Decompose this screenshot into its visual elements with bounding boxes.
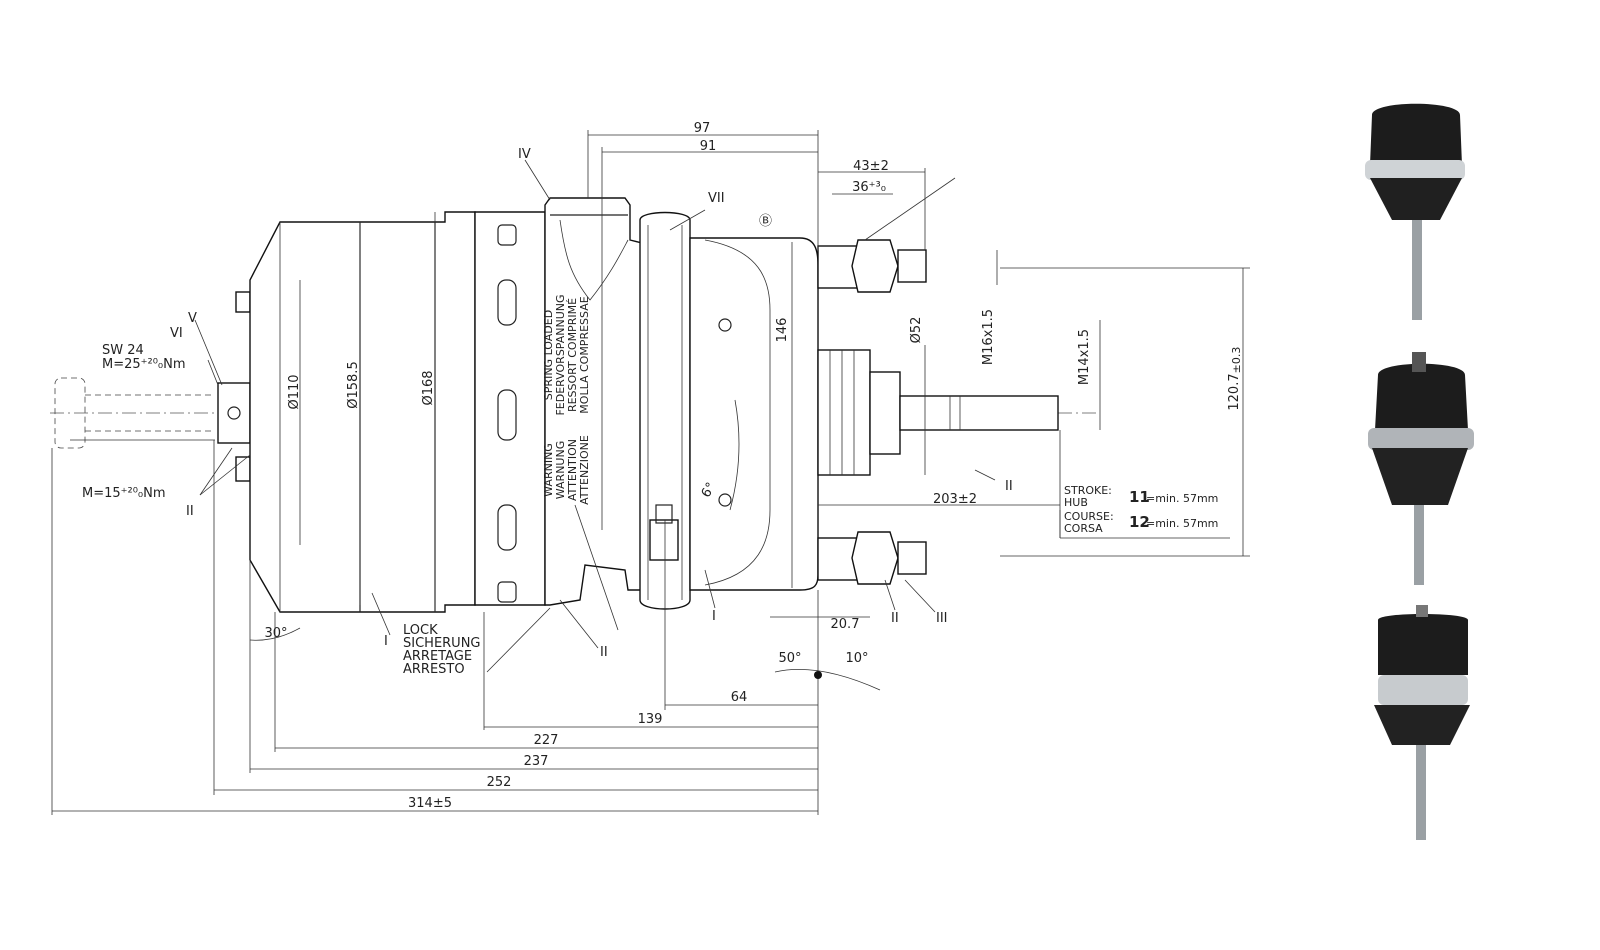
dim-139: 139 bbox=[638, 712, 663, 727]
stroke-value-12: 12 bbox=[1129, 513, 1150, 531]
port-i-label-left: I bbox=[384, 634, 388, 649]
annotations: SW 24 M=25⁺²⁰₀Nm M=15⁺²⁰₀Nm Ⓑ SPRING LOA… bbox=[82, 214, 772, 677]
lock-label-fr: ARRETAGE bbox=[403, 649, 472, 664]
dim-52: Ø52 bbox=[909, 317, 924, 344]
port-i-label-right: I bbox=[712, 609, 716, 624]
product-photo-1 bbox=[1365, 103, 1465, 320]
lock-label-en: LOCK bbox=[403, 623, 438, 638]
angle-50: 50° bbox=[778, 651, 801, 666]
dim-120-7-tolerance: ±0.3 bbox=[1230, 347, 1243, 374]
push-rod-boot bbox=[817, 349, 901, 476]
lock-label-it: ARRESTO bbox=[403, 662, 465, 677]
marker-b: Ⓑ bbox=[759, 214, 772, 229]
release-bolt-assembly bbox=[54, 291, 263, 482]
stroke-label-en: STROKE: bbox=[1064, 484, 1112, 497]
port-v-label: V bbox=[188, 311, 197, 326]
dim-158: Ø158.5 bbox=[346, 361, 361, 408]
warning-label-en: WARNING bbox=[542, 443, 555, 497]
lower-mounting-stud bbox=[817, 531, 927, 585]
push-rod bbox=[899, 395, 1059, 431]
port-labels: IV VII VI V II II II II I I III bbox=[170, 147, 1013, 660]
warning-label-it: ATTENZIONE bbox=[578, 435, 591, 505]
intermediate-housing bbox=[544, 197, 651, 606]
dim-m14: M14x1.5 bbox=[1077, 329, 1092, 385]
torque-label-top: M=25⁺²⁰₀Nm bbox=[102, 357, 186, 372]
angle-6: 6° bbox=[699, 480, 719, 500]
dim-227: 227 bbox=[534, 733, 559, 748]
dimension-lines bbox=[51, 130, 1250, 815]
stroke-label-it: CORSA bbox=[1064, 522, 1103, 535]
dim-314: 314±5 bbox=[408, 796, 452, 811]
dim-168: Ø168 bbox=[421, 370, 436, 405]
spring-loaded-label-en: SPRING LOADED bbox=[542, 310, 555, 400]
dim-91: 91 bbox=[700, 139, 717, 154]
dim-237: 237 bbox=[524, 754, 549, 769]
diaphragm-ring bbox=[639, 211, 691, 610]
stroke-value-11: 11 bbox=[1129, 488, 1150, 506]
dim-120-7: 120.7 bbox=[1227, 373, 1242, 410]
clamp-band bbox=[474, 211, 546, 606]
dim-20-7: 20.7 bbox=[831, 617, 860, 632]
port-ii-label-left: II bbox=[186, 504, 194, 519]
wrench-size-label: SW 24 bbox=[102, 343, 144, 358]
angle-30: 30° bbox=[264, 626, 287, 641]
spring-loaded-label-fr: RESSORT COMPRIMÉ bbox=[566, 298, 579, 412]
dim-203: 203±2 bbox=[933, 492, 977, 507]
spring-loaded-label-it: MOLLA COMPRESSAE bbox=[578, 296, 591, 413]
upper-mounting-stud bbox=[817, 239, 927, 293]
dim-m16: M16x1.5 bbox=[981, 309, 996, 365]
port-vi-label: VI bbox=[170, 326, 183, 341]
dim-97: 97 bbox=[694, 121, 711, 136]
port-ii-label-rod: II bbox=[1005, 479, 1013, 494]
port-ii-label-middle: II bbox=[600, 645, 608, 660]
lock-label-de: SICHERUNG bbox=[403, 636, 481, 651]
dim-110: Ø110 bbox=[287, 374, 302, 409]
service-chamber bbox=[689, 237, 819, 591]
warning-label-de: WARNUNG bbox=[554, 441, 567, 499]
stroke-value-12-text: =min. 57mm bbox=[1146, 517, 1218, 530]
dim-146: 146 bbox=[775, 318, 790, 343]
stroke-info-box: STROKE: HUB COURSE: CORSA 11 =min. 57mm … bbox=[1059, 484, 1218, 538]
angle-10: 10° bbox=[845, 651, 868, 666]
torque-label-bottom: M=15⁺²⁰₀Nm bbox=[82, 486, 166, 501]
product-photo-3 bbox=[1374, 605, 1470, 840]
dimension-labels: 97 91 43±2 36⁺³₀ 146 Ø52 Ø110 Ø158.5 Ø16… bbox=[264, 121, 1243, 811]
warning-label-fr: ATTENTION bbox=[566, 439, 579, 501]
port-iii-label: III bbox=[936, 611, 948, 626]
dim-252: 252 bbox=[487, 775, 512, 790]
port-iv-label: IV bbox=[518, 147, 531, 162]
spring-loaded-label-de: FEDERVORSPANNUNG bbox=[554, 294, 567, 415]
dim-64: 64 bbox=[731, 690, 748, 705]
port-vii-label: VII bbox=[708, 191, 725, 206]
spring-chamber bbox=[249, 211, 476, 613]
stroke-label-fr: COURSE: bbox=[1064, 510, 1114, 523]
port-ii-label-stud: II bbox=[891, 611, 899, 626]
dim-43: 43±2 bbox=[853, 159, 889, 174]
dim-36: 36⁺³₀ bbox=[852, 180, 886, 195]
stroke-label-de: HUB bbox=[1064, 496, 1088, 509]
product-photo-2 bbox=[1368, 352, 1474, 585]
stroke-value-11-text: =min. 57mm bbox=[1146, 492, 1218, 505]
